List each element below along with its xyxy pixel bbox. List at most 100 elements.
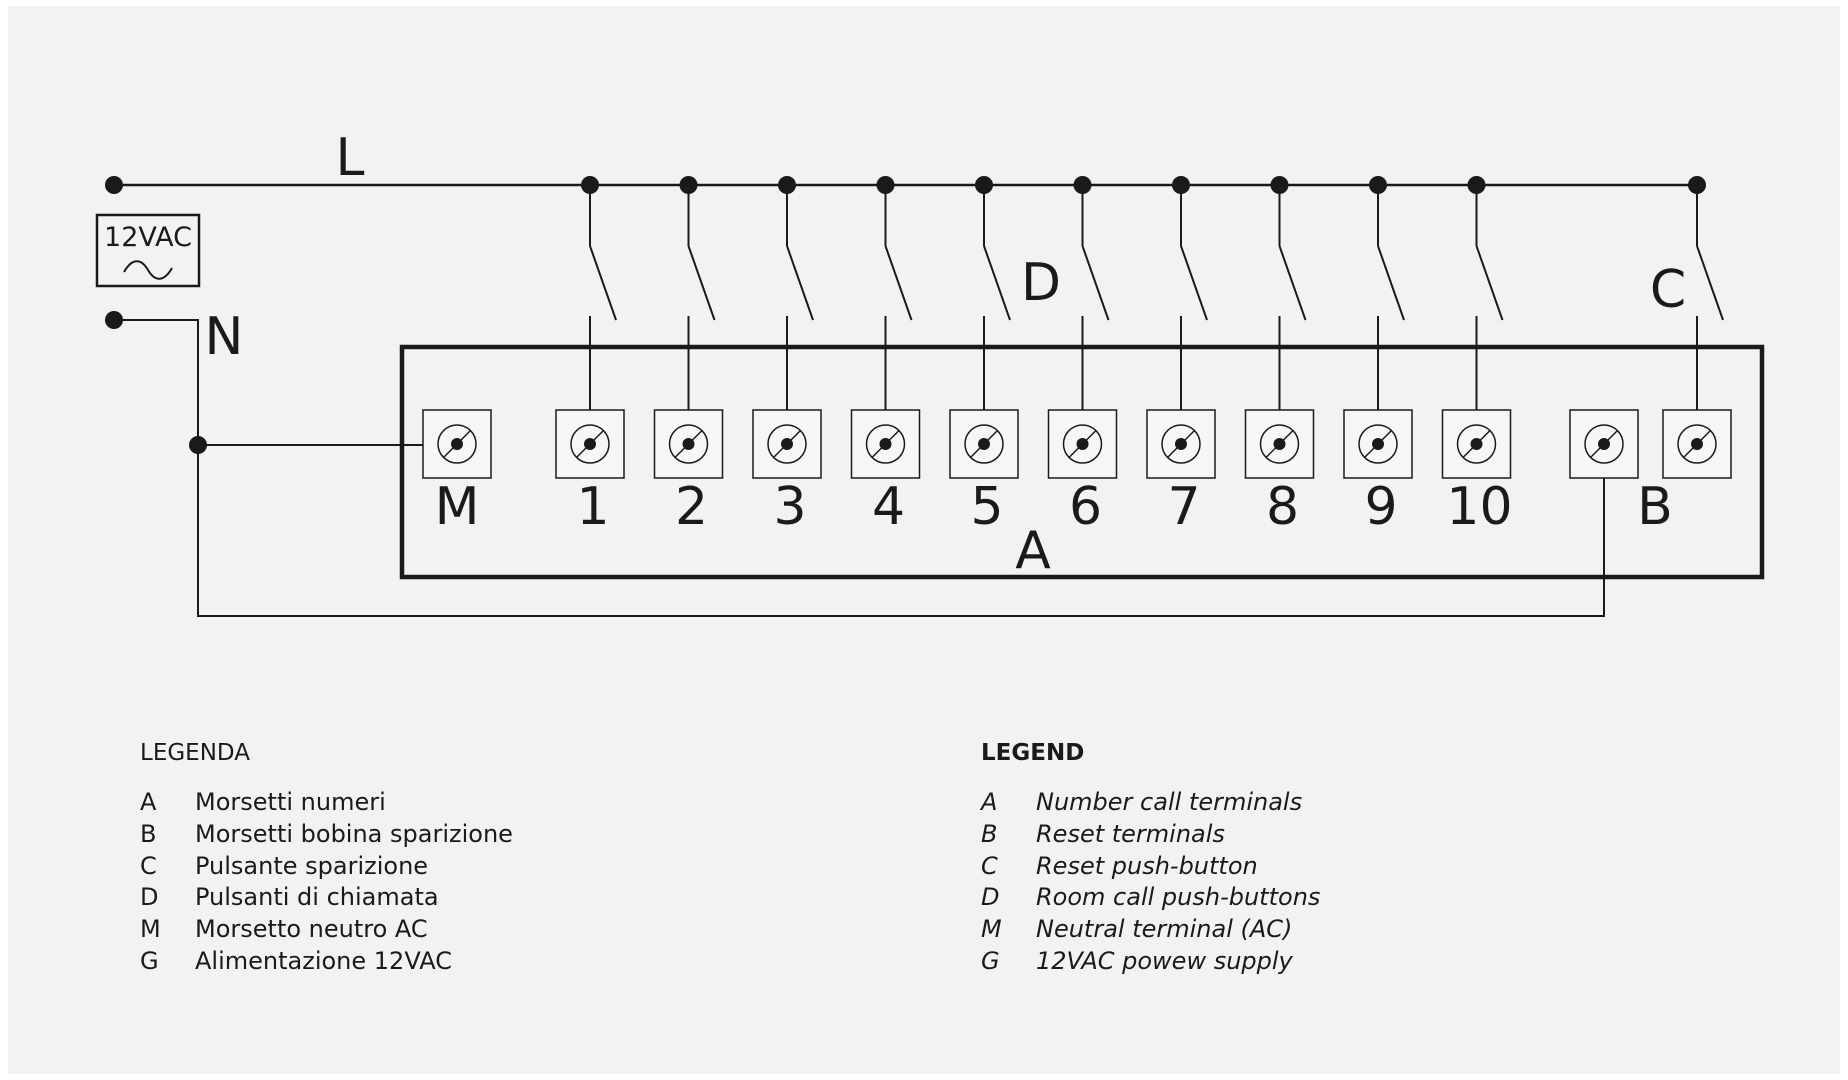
call-circuit-1: 1 xyxy=(555,176,625,537)
terminal-number-label: 6 xyxy=(1069,477,1102,537)
legend-key: A xyxy=(981,788,998,816)
push-button-contact xyxy=(884,245,913,321)
legend-italian-title: LEGENDA xyxy=(140,740,250,766)
call-circuit-3: 3 xyxy=(752,176,822,537)
call-circuit-5: 5 xyxy=(949,176,1019,537)
terminal-number-label: 1 xyxy=(576,477,609,537)
terminal-number-label: 10 xyxy=(1446,477,1512,537)
terminal-screw-ring xyxy=(767,424,807,464)
legend-key: M xyxy=(140,915,161,944)
terminal-screw-slot xyxy=(576,430,604,458)
legend-text: Alimentazione 12VAC xyxy=(195,946,452,975)
neutral-junction-node xyxy=(189,436,207,454)
reset-terminal-2 xyxy=(1662,409,1732,479)
terminal-screw-slot xyxy=(970,430,998,458)
push-button-contact xyxy=(1081,245,1110,321)
terminal-screw-ring xyxy=(1259,424,1300,464)
terminal-screw-ring xyxy=(865,424,906,464)
legend-item: D Room call push-buttons xyxy=(981,882,1320,914)
legend-item: M Neutral terminal (AC) xyxy=(981,914,1320,946)
legend-text: Room call push-buttons xyxy=(1036,883,1321,912)
push-button-contact xyxy=(1278,245,1307,321)
neutral-label-n: N xyxy=(205,307,244,367)
legend-text: 12VAC powew supply xyxy=(1036,946,1293,975)
push-button-contact xyxy=(687,245,716,321)
legend-key: B xyxy=(981,819,998,848)
call-circuit-8: 8 xyxy=(1244,176,1315,537)
reset-terminal-label-b: B xyxy=(1637,477,1673,537)
terminal-number-label: 5 xyxy=(970,477,1003,537)
legend-item: M Morsetto neutro AC xyxy=(140,914,513,946)
terminal-screw-slot xyxy=(871,430,900,458)
panel-label-a: A xyxy=(1015,521,1051,581)
terminal-screw-ring xyxy=(570,424,610,464)
reset-terminal-1 xyxy=(1569,409,1639,479)
push-button-contact xyxy=(589,245,617,321)
push-buttons-label-d: D xyxy=(1021,253,1061,313)
live-supply-node xyxy=(105,176,123,194)
reset-push-button xyxy=(1688,176,1724,410)
legend-text: Reset terminals xyxy=(1036,819,1225,848)
legend-text: Morsetto neutro AC xyxy=(195,915,428,944)
legend-english: LEGEND A Number call terminals B Reset ter… xyxy=(981,740,1320,978)
terminal-screw-slot xyxy=(1068,430,1097,458)
push-button-contact xyxy=(1180,245,1208,321)
terminal-screw-ring xyxy=(668,424,709,464)
legend-text: Reset push-button xyxy=(1036,851,1258,880)
terminal-screw-ring xyxy=(1062,424,1103,464)
push-button-contact xyxy=(786,245,814,321)
legend-text: Morsetti numeri xyxy=(195,788,386,816)
push-button-contact xyxy=(1475,245,1504,321)
legend-key: G xyxy=(140,946,159,975)
legend-key: A xyxy=(140,788,157,816)
legend-item: D Pulsanti di chiamata xyxy=(140,882,513,914)
terminal-screw-ring xyxy=(1161,424,1201,464)
legend-english-title: LEGEND xyxy=(981,740,1085,766)
legend-item: C Reset push-button xyxy=(981,851,1320,883)
power-supply-label: 12VAC xyxy=(104,222,192,253)
bus-label-l: L xyxy=(336,128,365,188)
legend-key: M xyxy=(981,915,1002,944)
neutral-terminal-m xyxy=(422,409,492,479)
call-circuit-9: 9 xyxy=(1343,176,1413,537)
call-circuit-7: 7 xyxy=(1146,176,1216,537)
legend-key: C xyxy=(981,851,998,880)
terminal-screw-slot xyxy=(1265,430,1294,458)
terminal-number-label: 7 xyxy=(1167,477,1200,537)
legend-item: G 12VAC powew supply xyxy=(981,946,1320,978)
terminal-screw-slot xyxy=(773,430,801,458)
terminal-number-label: 9 xyxy=(1364,477,1397,537)
legend-text: Pulsante sparizione xyxy=(195,851,429,880)
legend-text: Neutral terminal (AC) xyxy=(1036,915,1293,944)
legend-text: Pulsanti di chiamata xyxy=(195,883,439,912)
terminal-number-label: 2 xyxy=(675,477,708,537)
terminal-screw-slot xyxy=(674,430,703,458)
terminal-screw-slot xyxy=(1462,430,1491,458)
number-call-terminals: 1 2 3 4 5 6 7 8 9 10 xyxy=(555,176,1513,537)
terminal-number-label: 4 xyxy=(872,477,905,537)
legend-item: B Reset terminals xyxy=(981,819,1320,851)
legend-key: G xyxy=(981,946,1000,975)
legend-key: D xyxy=(981,883,1000,912)
terminal-number-label: 3 xyxy=(773,477,806,537)
terminal-screw-ring xyxy=(1358,424,1398,464)
terminal-screw-slot xyxy=(1364,430,1392,458)
legend-item: A Morsetti numeri xyxy=(140,787,513,819)
terminal-block xyxy=(555,409,625,479)
legend-key: B xyxy=(140,819,157,848)
call-circuit-4: 4 xyxy=(850,176,921,537)
terminal-screw-ring xyxy=(1456,424,1497,464)
terminal-screw-slot xyxy=(1167,430,1195,458)
legend-item: A Number call terminals xyxy=(981,787,1320,819)
push-button-contact xyxy=(983,245,1011,321)
terminal-number-label: 8 xyxy=(1266,477,1299,537)
legend-text: Number call terminals xyxy=(1036,788,1303,816)
ac-wave-icon xyxy=(123,260,173,280)
legend-key: D xyxy=(140,883,159,912)
call-circuit-6: 6 xyxy=(1047,176,1118,537)
legend-key: C xyxy=(140,851,157,880)
